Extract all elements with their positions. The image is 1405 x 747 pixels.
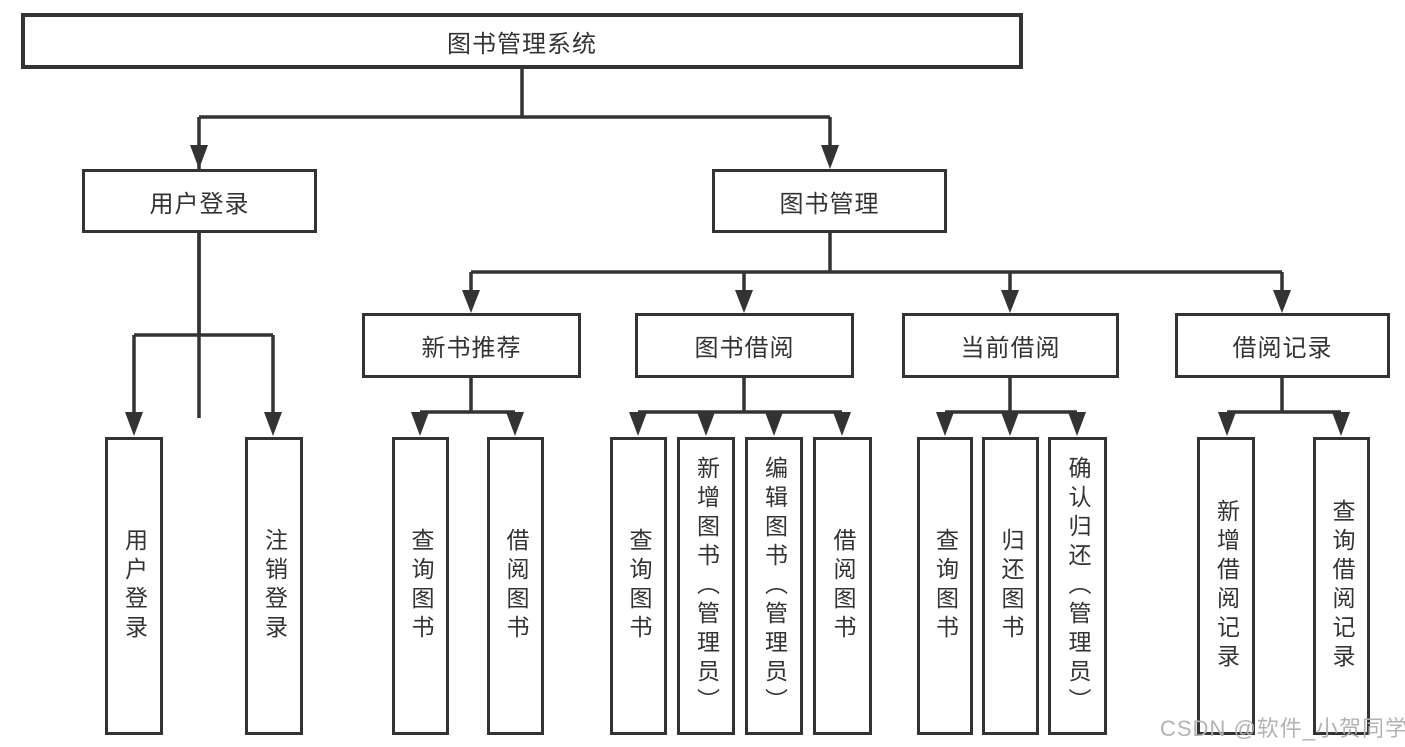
node-label: 图书借阅	[694, 335, 795, 362]
leaf-label: 新增借阅记录	[1213, 499, 1240, 673]
node-label: 借阅记录	[1232, 335, 1333, 362]
leaf-add-borrow-record: 新增借阅记录	[1197, 437, 1255, 735]
leaf-query-books-borrow: 查询图书	[610, 437, 667, 735]
leaf-label: 编辑图书（管理员）	[761, 455, 788, 717]
leaf-user-login: 用户登录	[105, 437, 163, 735]
connector-root	[197, 67, 832, 418]
leaf-add-book-admin: 新增图书（管理员）	[677, 437, 735, 735]
node-book-borrow: 图书借阅	[635, 313, 854, 378]
node-current-borrow: 当前借阅	[902, 313, 1119, 378]
leaf-borrow-books: 借阅图书	[813, 437, 872, 735]
leaf-borrow-books-recommend: 借阅图书	[487, 437, 544, 735]
leaf-label: 新增图书（管理员）	[693, 455, 720, 717]
connector-book-management	[469, 233, 1284, 296]
node-label: 图书管理	[779, 190, 880, 218]
node-user-login: 用户登录	[82, 169, 317, 233]
node-borrow-records: 借阅记录	[1175, 313, 1390, 378]
leaf-label: 归还图书	[998, 528, 1024, 644]
leaf-label: 注销登录	[261, 528, 288, 644]
leaf-edit-book-admin: 编辑图书（管理员）	[745, 437, 803, 735]
watermark-text: CSDN @软件_小贺同学	[1160, 716, 1405, 741]
node-label: 用户登录	[149, 190, 250, 218]
leaf-confirm-return-admin: 确认归还（管理员）	[1048, 437, 1107, 735]
leaf-label: 查询借阅记录	[1329, 499, 1355, 673]
leaf-label: 确认归还（管理员）	[1065, 455, 1091, 717]
leaf-label: 查询图书	[408, 528, 434, 644]
connector-new-book	[418, 378, 517, 418]
leaf-query-books-current: 查询图书	[917, 437, 973, 735]
connector-book-borrow	[636, 378, 844, 418]
node-library-management-system: 图书管理系统	[21, 13, 1023, 69]
leaf-label: 查询图书	[626, 528, 652, 644]
connector-borrow-records	[1225, 378, 1343, 418]
leaf-label: 用户登录	[121, 528, 148, 644]
leaf-logout: 注销登录	[245, 437, 303, 735]
leaf-label: 借阅图书	[503, 528, 529, 644]
leaf-return-books: 归还图书	[982, 437, 1039, 735]
node-book-management: 图书管理	[712, 169, 947, 233]
arrowheads	[125, 145, 1350, 436]
leaf-query-books-recommend: 查询图书	[392, 437, 449, 735]
node-label: 图书管理系统	[447, 30, 597, 58]
node-new-book-recommend: 新书推荐	[362, 313, 581, 378]
leaf-query-borrow-record: 查询借阅记录	[1313, 437, 1370, 735]
node-label: 新书推荐	[421, 335, 522, 362]
node-label: 当前借阅	[960, 335, 1061, 362]
leaf-label: 借阅图书	[830, 528, 856, 644]
connector-user-login	[132, 233, 275, 418]
leaf-label: 查询图书	[932, 528, 959, 644]
